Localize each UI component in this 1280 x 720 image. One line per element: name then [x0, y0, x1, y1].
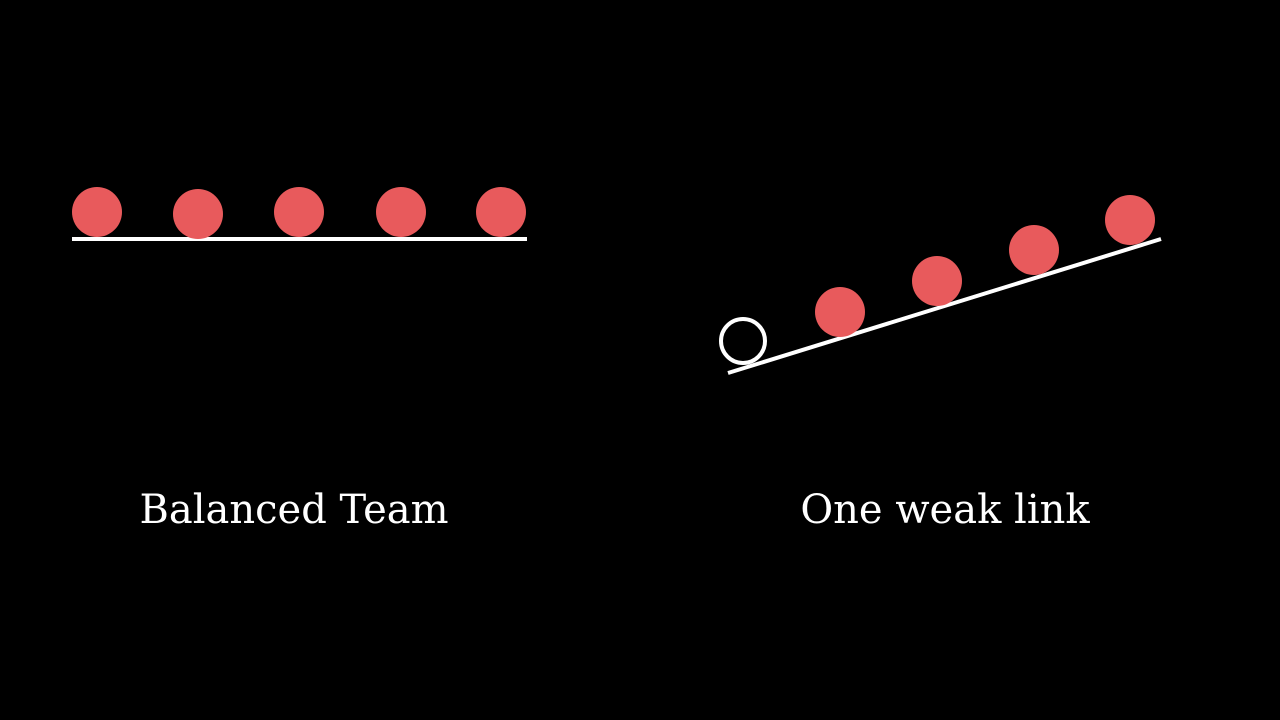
balanced-team-diagram: [72, 187, 527, 241]
weak-link-caption: One weak link: [800, 487, 1090, 533]
team-member-ball: [173, 189, 223, 239]
team-member-ball: [815, 287, 865, 337]
team-member-ball: [476, 187, 526, 237]
team-member-ball: [912, 256, 962, 306]
weak-link-diagram: [719, 195, 1162, 375]
team-member-ball: [1105, 195, 1155, 245]
team-member-ball: [376, 187, 426, 237]
team-member-ball: [1009, 225, 1059, 275]
weak-member-ball: [719, 317, 767, 365]
balanced-team-caption: Balanced Team: [139, 487, 449, 533]
team-member-ball: [72, 187, 122, 237]
tilted-support-line: [727, 237, 1162, 375]
team-member-ball: [274, 187, 324, 237]
